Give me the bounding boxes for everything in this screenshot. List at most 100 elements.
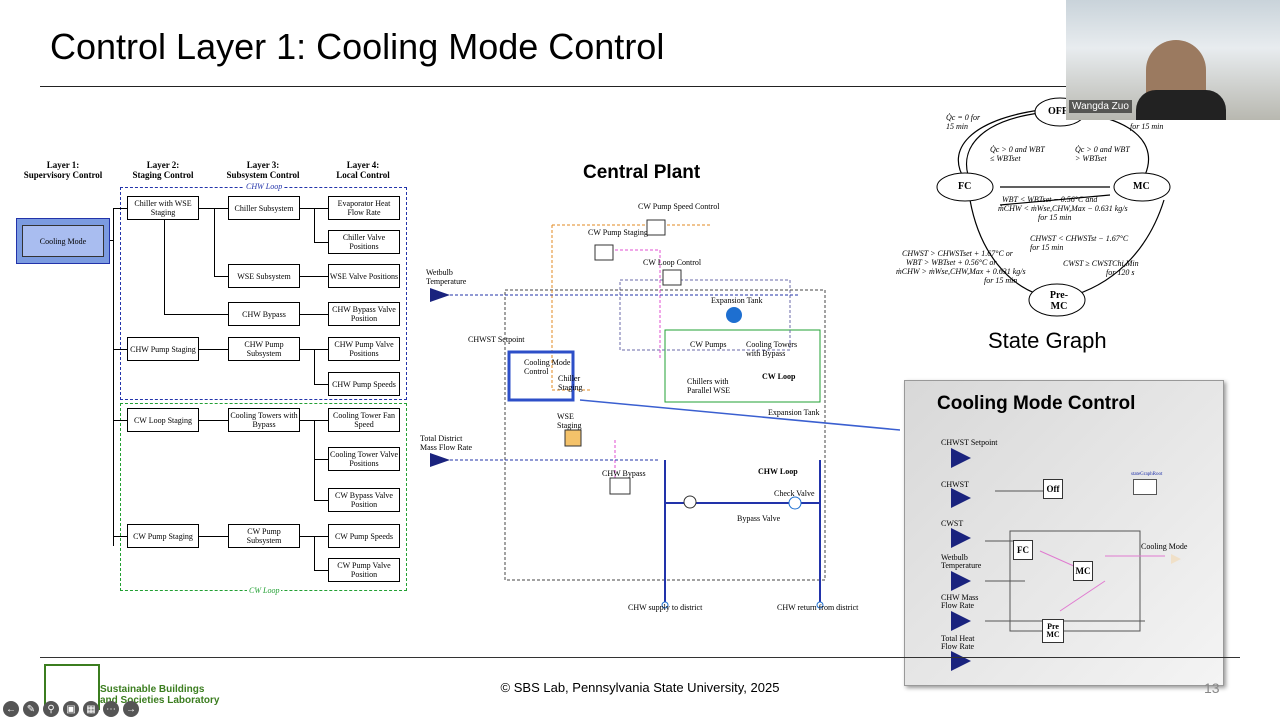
label-check-valve: Check Valve	[774, 489, 815, 498]
l4-box-7: Cooling Tower Valve Positions	[328, 447, 400, 471]
footer-divider	[40, 657, 1240, 658]
central-plant-schematic	[430, 219, 900, 609]
link-ct	[199, 420, 228, 421]
link-cwpump	[199, 536, 228, 537]
cond-mc-fc-2: for 15 min	[1030, 243, 1064, 252]
label-cw-pump-staging: CW Pump Staging	[588, 228, 648, 237]
link-chiller	[199, 208, 228, 209]
label-cw-pumps: CW Pumps	[690, 340, 727, 349]
chw-loop-label: CHW Loop	[244, 182, 285, 191]
l4-box-6: Cooling Tower Fan Speed	[328, 408, 400, 432]
cond-off-right: for 15 min	[1130, 122, 1164, 131]
label-chw-bypass: CHW Bypass	[602, 469, 646, 478]
label-expansion-tank: Expansion Tank	[711, 296, 763, 305]
l3-box-2: CHW Bypass	[228, 302, 300, 326]
cond-pre-mc-2: for 120 s	[1106, 268, 1135, 277]
state-graph-title: State Graph	[988, 328, 1107, 353]
state-pre-mc: Pre-MC	[1049, 290, 1069, 312]
l3-ct-trunk	[314, 420, 315, 500]
l1-trunk	[113, 208, 114, 546]
cm-output-label: Cooling Mode	[1141, 542, 1188, 551]
label-cw-pump-speed: CW Pump Speed Control	[638, 202, 720, 211]
l4-l1	[314, 242, 328, 243]
label-expansion-tank-2: Expansion Tank	[768, 408, 820, 417]
layer-3-header: Layer 3:Subsystem Control	[226, 160, 300, 180]
cond-mc-fc-1: CHWST < CHWSTst − 1.67°C	[1030, 234, 1129, 243]
l3-cwp-trunk	[314, 536, 315, 570]
l4-l6	[300, 420, 328, 421]
lab-logo	[44, 664, 100, 710]
captions-icon[interactable]: ▣	[63, 701, 79, 717]
l2-box-0: Chiller with WSE Staging	[127, 196, 199, 220]
cm-block-mc: MC	[1073, 561, 1093, 581]
back-arrow-icon[interactable]: ←	[3, 701, 19, 717]
l4-l9	[300, 536, 328, 537]
label-chiller-staging: Chiller Staging	[558, 374, 583, 392]
l4-box-10: CW Pump Valve Position	[328, 558, 400, 582]
label-chw-loop: CHW Loop	[758, 467, 798, 476]
state-fc: FC	[958, 181, 972, 192]
label-bypass-valve: Bypass Valve	[737, 514, 781, 523]
l4-box-0: Evaporator Heat Flow Rate	[328, 196, 400, 220]
state-off: OFF	[1048, 106, 1068, 117]
label-chillers-wse: Chillers with Parallel WSE	[687, 377, 731, 395]
l3-box-5: CW Pump Subsystem	[228, 524, 300, 548]
cm-input-label-4: CHW Mass Flow Rate	[941, 593, 979, 610]
cond-fc-mc-1: WBT < WBTset − 0.56°C and	[1002, 195, 1098, 204]
central-plant-title: Central Plant	[583, 162, 701, 183]
cm-block-diagram	[985, 490, 1165, 632]
l3-box-4: Cooling Towers with Bypass	[228, 408, 300, 432]
cm-input-arrow-0	[951, 448, 971, 468]
l3-box-1: WSE Subsystem	[228, 264, 300, 288]
l4-l7	[314, 459, 328, 460]
slides-grid-icon[interactable]: ▦	[83, 701, 99, 717]
link-l2-0	[113, 208, 127, 209]
cm-panel-title: Cooling Mode Control	[937, 393, 1136, 414]
label-chw-supply: CHW supply to district	[628, 603, 703, 612]
footer-copyright: © SBS Lab, Pennsylvania State University…	[500, 680, 780, 695]
more-options-icon[interactable]: ⋯	[103, 701, 119, 717]
zoom-icon[interactable]: ⚲	[43, 701, 59, 717]
control-hierarchy-diagram: Layer 1:Supervisory Control Layer 2:Stag…	[12, 150, 412, 600]
cm-input-label-5: Total Heat Flow Rate	[941, 634, 975, 651]
presentation-toolbar: ← ✎ ⚲ ▣ ▦ ⋯ →	[0, 698, 139, 720]
l4-box-4: CHW Pump Valve Positions	[328, 337, 400, 361]
state-mc: MC	[1133, 181, 1150, 192]
cooling-mode-box: Cooling Mode	[16, 218, 110, 264]
l4-l0	[300, 208, 328, 209]
l4-l10	[314, 570, 328, 571]
cond-fc-pre-4: for 15 min	[984, 276, 1018, 285]
cm-output-arrow	[1171, 554, 1181, 564]
label-chw-return: CHW return from district	[777, 603, 859, 612]
cond-fc-pre-2: WBT > WBTset + 0.56°C or	[906, 258, 997, 267]
cm-input-arrow-2	[951, 528, 971, 548]
cw-loop-label: CW Loop	[247, 586, 282, 595]
l4-box-9: CW Pump Speeds	[328, 524, 400, 548]
label-cooling-mode-control: Cooling Mode Control	[524, 358, 571, 376]
l1-link	[109, 240, 114, 241]
l3-chwp-trunk	[314, 349, 315, 384]
l2-box-1: CHW Pump Staging	[127, 337, 199, 361]
label-total-district: Total District Mass Flow Rate	[420, 434, 472, 452]
l4-box-1: Chiller Valve Positions	[328, 230, 400, 254]
cond-pre-mc-1: CWST ≥ CWSTChi,Min	[1063, 259, 1139, 268]
link-l2-2	[113, 420, 127, 421]
l2-box-2: CW Loop Staging	[127, 408, 199, 432]
layer-4-header: Layer 4:Local Control	[336, 160, 390, 180]
cooling-mode-control-panel: Cooling Mode Control CHWST Setpoint CHWS…	[904, 380, 1224, 686]
label-wetbulb: Wetbulb Temperature	[426, 268, 467, 286]
cm-input-arrow-4	[951, 611, 971, 631]
cond-fc-pre-1: CHWST > CHWSTset + 1.67°C or	[902, 249, 1013, 258]
l4-l4	[300, 349, 328, 350]
l4-l2	[300, 276, 328, 277]
pen-icon[interactable]: ✎	[23, 701, 39, 717]
cm-input-arrow-1	[951, 488, 971, 508]
link-wse	[214, 276, 228, 277]
video-feed[interactable]: Wangda Zuo	[1066, 0, 1280, 120]
label-cw-loop: CW Loop	[762, 372, 796, 381]
l4-l8	[314, 500, 328, 501]
page-number: 13	[1204, 680, 1220, 696]
forward-arrow-icon[interactable]: →	[123, 701, 139, 717]
label-cooling-towers: Cooling Towers with Bypass	[746, 340, 798, 358]
